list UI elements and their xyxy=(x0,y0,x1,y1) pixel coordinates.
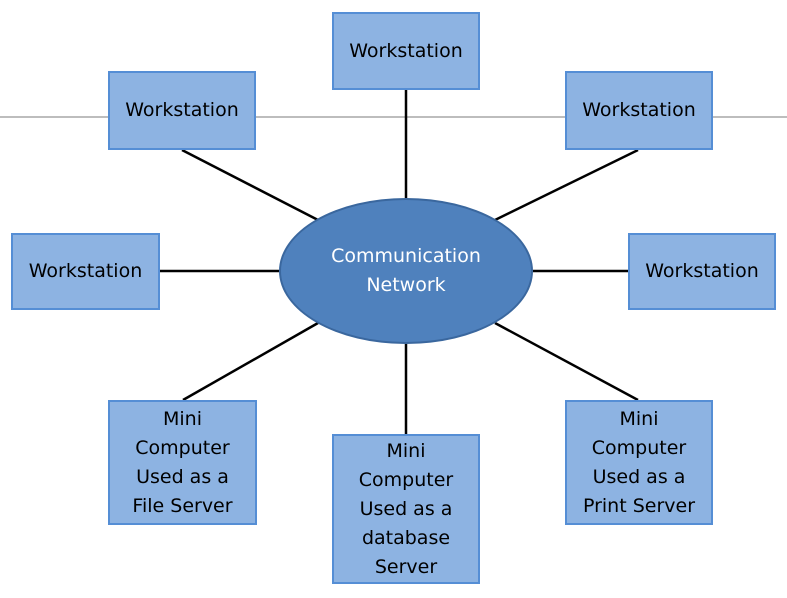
database-server-node: Mini Computer Used as a database Server xyxy=(332,434,480,584)
workstation-top-right: Workstation xyxy=(565,71,713,150)
workstation-left: Workstation xyxy=(11,233,160,310)
hub-label-line2: Network xyxy=(366,274,446,296)
node-label-line: Computer xyxy=(591,436,687,459)
hub-label-line1: Communication xyxy=(331,245,481,267)
node-label-line: Print Server xyxy=(582,494,696,517)
communication-network-hub: Communication Network xyxy=(279,198,533,344)
workstation-top: Workstation xyxy=(332,12,480,90)
node-label: Workstation xyxy=(28,260,143,282)
node-label-line: Server xyxy=(374,555,438,578)
node-label: Workstation xyxy=(582,99,696,121)
node-label-line: Computer xyxy=(358,468,454,491)
node-label-line: database xyxy=(361,526,451,549)
file-server-node: Mini Computer Used as a File Server xyxy=(108,400,257,525)
node-label-line: File Server xyxy=(132,494,233,517)
node-label-line: Computer xyxy=(135,436,230,459)
connector-top-left xyxy=(181,148,319,222)
node-label: Workstation xyxy=(125,99,239,121)
print-server-node: Mini Computer Used as a Print Server xyxy=(565,400,713,525)
node-label: Workstation xyxy=(645,260,759,282)
connector-bottom-left xyxy=(182,321,319,402)
workstation-top-left: Workstation xyxy=(108,71,256,150)
node-label-line: Mini xyxy=(163,407,202,430)
node-label-line: Used as a xyxy=(136,465,229,488)
node-label-line: Mini xyxy=(619,407,659,430)
node-label-line: Mini xyxy=(386,439,426,462)
connector-bottom-right xyxy=(494,321,639,402)
node-label-line: Used as a xyxy=(592,465,686,488)
connector-top-right xyxy=(494,148,639,222)
workstation-right: Workstation xyxy=(628,233,776,310)
horizontal-rule xyxy=(0,116,787,118)
node-label-line: Used as a xyxy=(359,497,453,520)
node-label: Workstation xyxy=(349,39,463,62)
